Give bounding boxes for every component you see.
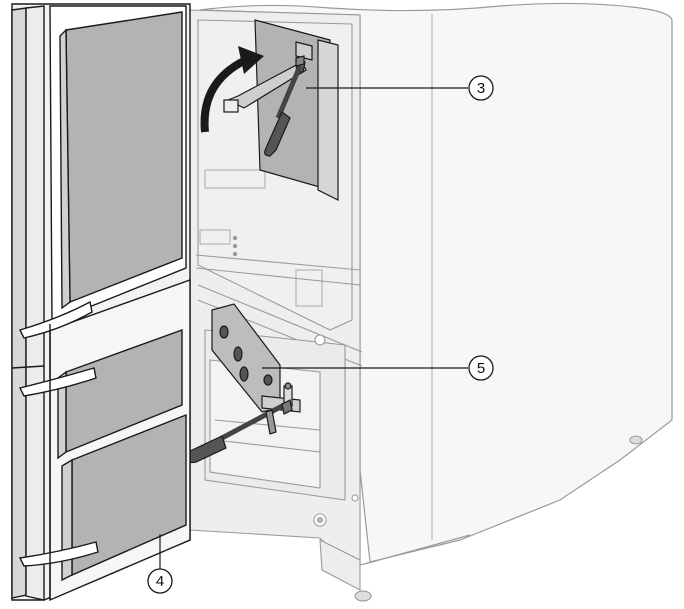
callout-5-circle <box>468 355 494 381</box>
callout-4-circle <box>147 568 173 594</box>
callout-4-label: 4 <box>156 573 164 590</box>
callout-5-label: 5 <box>477 360 485 377</box>
refrigerator-door <box>11 3 191 602</box>
callout-3-circle <box>468 75 494 101</box>
callout-5-group: 5 <box>262 355 494 381</box>
upper-hex-key <box>223 55 307 157</box>
callout-4-group: 4 <box>147 534 173 594</box>
callout-3-label: 3 <box>477 80 485 97</box>
callout-3-group: 3 <box>306 75 494 101</box>
rotation-arrow <box>200 46 264 133</box>
lower-hex-key <box>185 399 293 464</box>
